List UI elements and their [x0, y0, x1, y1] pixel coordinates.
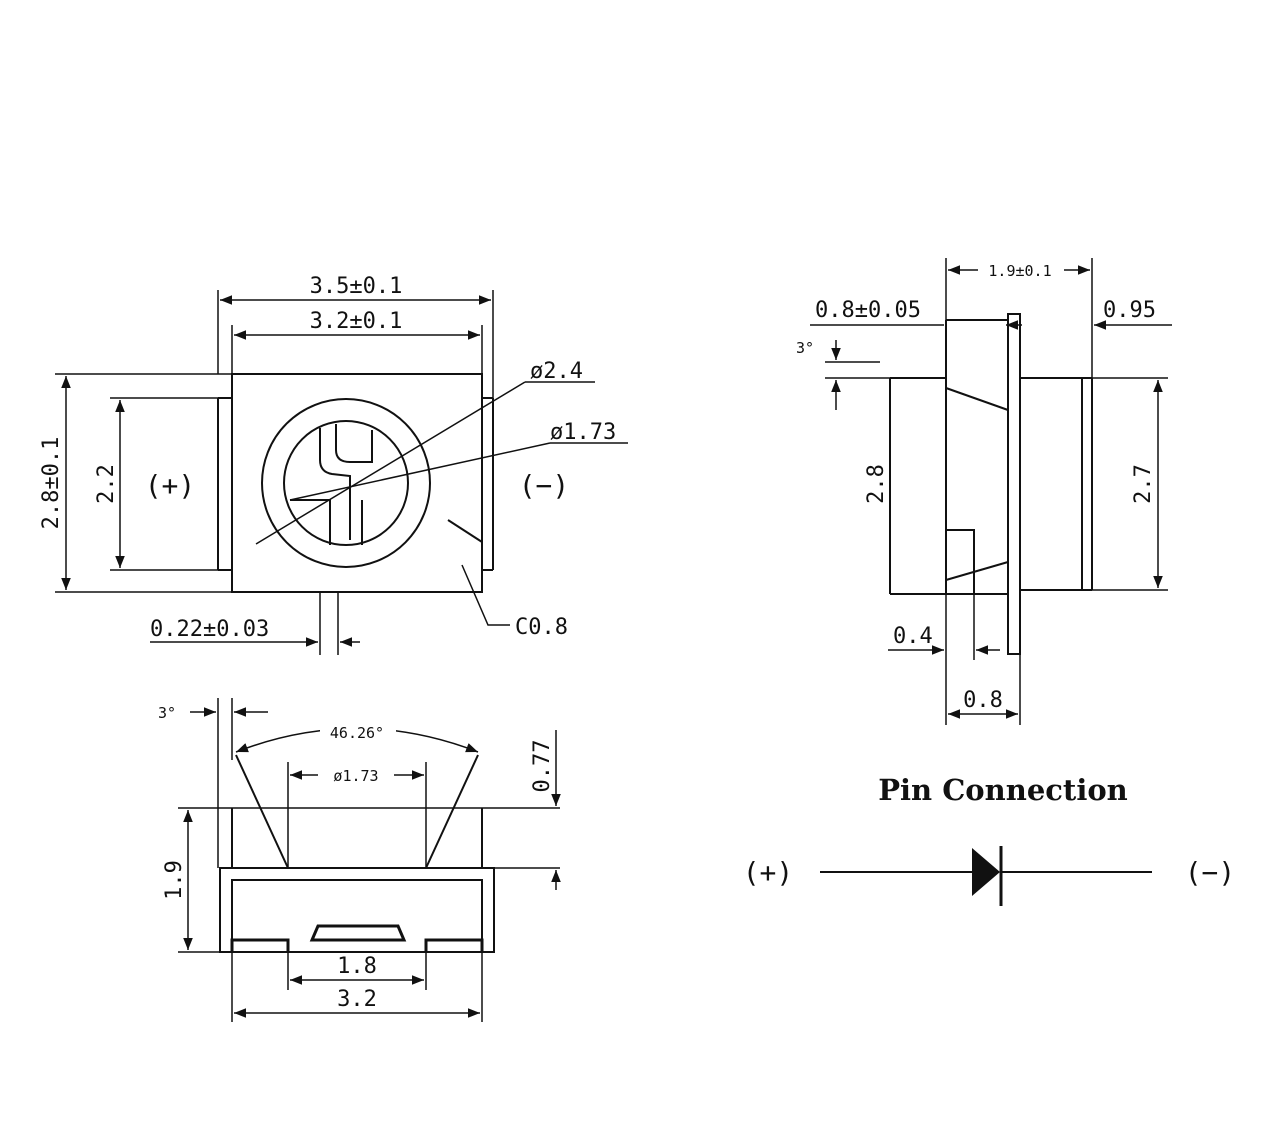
- pin-connection: Pin Connection (+) (−): [743, 773, 1236, 906]
- dim-height-left: 2.8: [864, 464, 889, 504]
- lens-outer-circle: [261, 398, 431, 568]
- top-body-outline: [231, 373, 483, 593]
- dim-chamfer: C0.8: [515, 615, 568, 640]
- dim-height-right: 2.7: [1131, 464, 1156, 504]
- dim-foot-small: 0.4: [893, 624, 933, 649]
- lens-taper-top: [945, 387, 1009, 411]
- side-lead-tab: [1007, 313, 1021, 655]
- dim-pad-height: 2.2: [94, 464, 119, 504]
- dim-foot-large: 0.8: [963, 688, 1003, 713]
- front-body-outer: [219, 867, 495, 953]
- lens-inner-circle: [283, 420, 409, 546]
- dim-body-width: 3.2: [337, 987, 377, 1012]
- pin-anode-label: (+): [743, 856, 794, 889]
- chamfer-edge: [447, 519, 483, 543]
- lead-frame-left: [319, 428, 351, 540]
- lead-frame-right: [335, 424, 373, 463]
- front-view: 46.26° ø1.73 3° 0.77 1.9 1.8 3.2: [158, 698, 561, 1022]
- dim-height: 2.8±0.1: [39, 437, 64, 530]
- dim-top-height: 0.77: [530, 740, 555, 793]
- top-anode-label: (+): [145, 469, 196, 502]
- dim-lens-depth: 1.9±0.1: [988, 262, 1051, 280]
- dim-front-lens: ø1.73: [333, 767, 378, 785]
- top-cathode-label: (−): [519, 469, 570, 502]
- dim-lead-width: 0.22±0.03: [150, 617, 269, 642]
- beam-left: [235, 754, 289, 869]
- top-view: 3.5±0.1 3.2±0.1 2.8±0.1 2.2 (+) (−) ø2.4…: [39, 274, 628, 655]
- side-angle: 3°: [796, 339, 814, 357]
- pin-cathode-label: (−): [1185, 856, 1236, 889]
- side-view: 1.9±0.1 0.8±0.05 0.95 3° 2.8 2.7 0.4 0.8: [796, 258, 1172, 725]
- side-foot: [945, 529, 975, 595]
- pin-connection-title: Pin Connection: [878, 773, 1128, 807]
- dim-body-height: 1.9: [162, 860, 187, 900]
- dim-width-inner: 3.2±0.1: [310, 309, 403, 334]
- dim-view-angle: 46.26°: [330, 724, 384, 742]
- lens-taper-bottom: [945, 561, 1009, 581]
- dim-width-outer: 3.5±0.1: [310, 274, 403, 299]
- dim-right-offset: 0.95: [1103, 298, 1156, 323]
- front-die: [309, 924, 407, 942]
- dim-left-offset: 0.8±0.05: [815, 298, 921, 323]
- front-angle: 3°: [158, 704, 176, 722]
- front-body-inner: [231, 879, 483, 952]
- beam-right: [425, 754, 479, 869]
- dim-pad-width: 1.8: [337, 954, 377, 979]
- dim-lens-inner: ø1.73: [550, 420, 616, 445]
- dim-lens-outer: ø2.4: [530, 359, 583, 384]
- diode-symbol-icon: [972, 848, 1000, 896]
